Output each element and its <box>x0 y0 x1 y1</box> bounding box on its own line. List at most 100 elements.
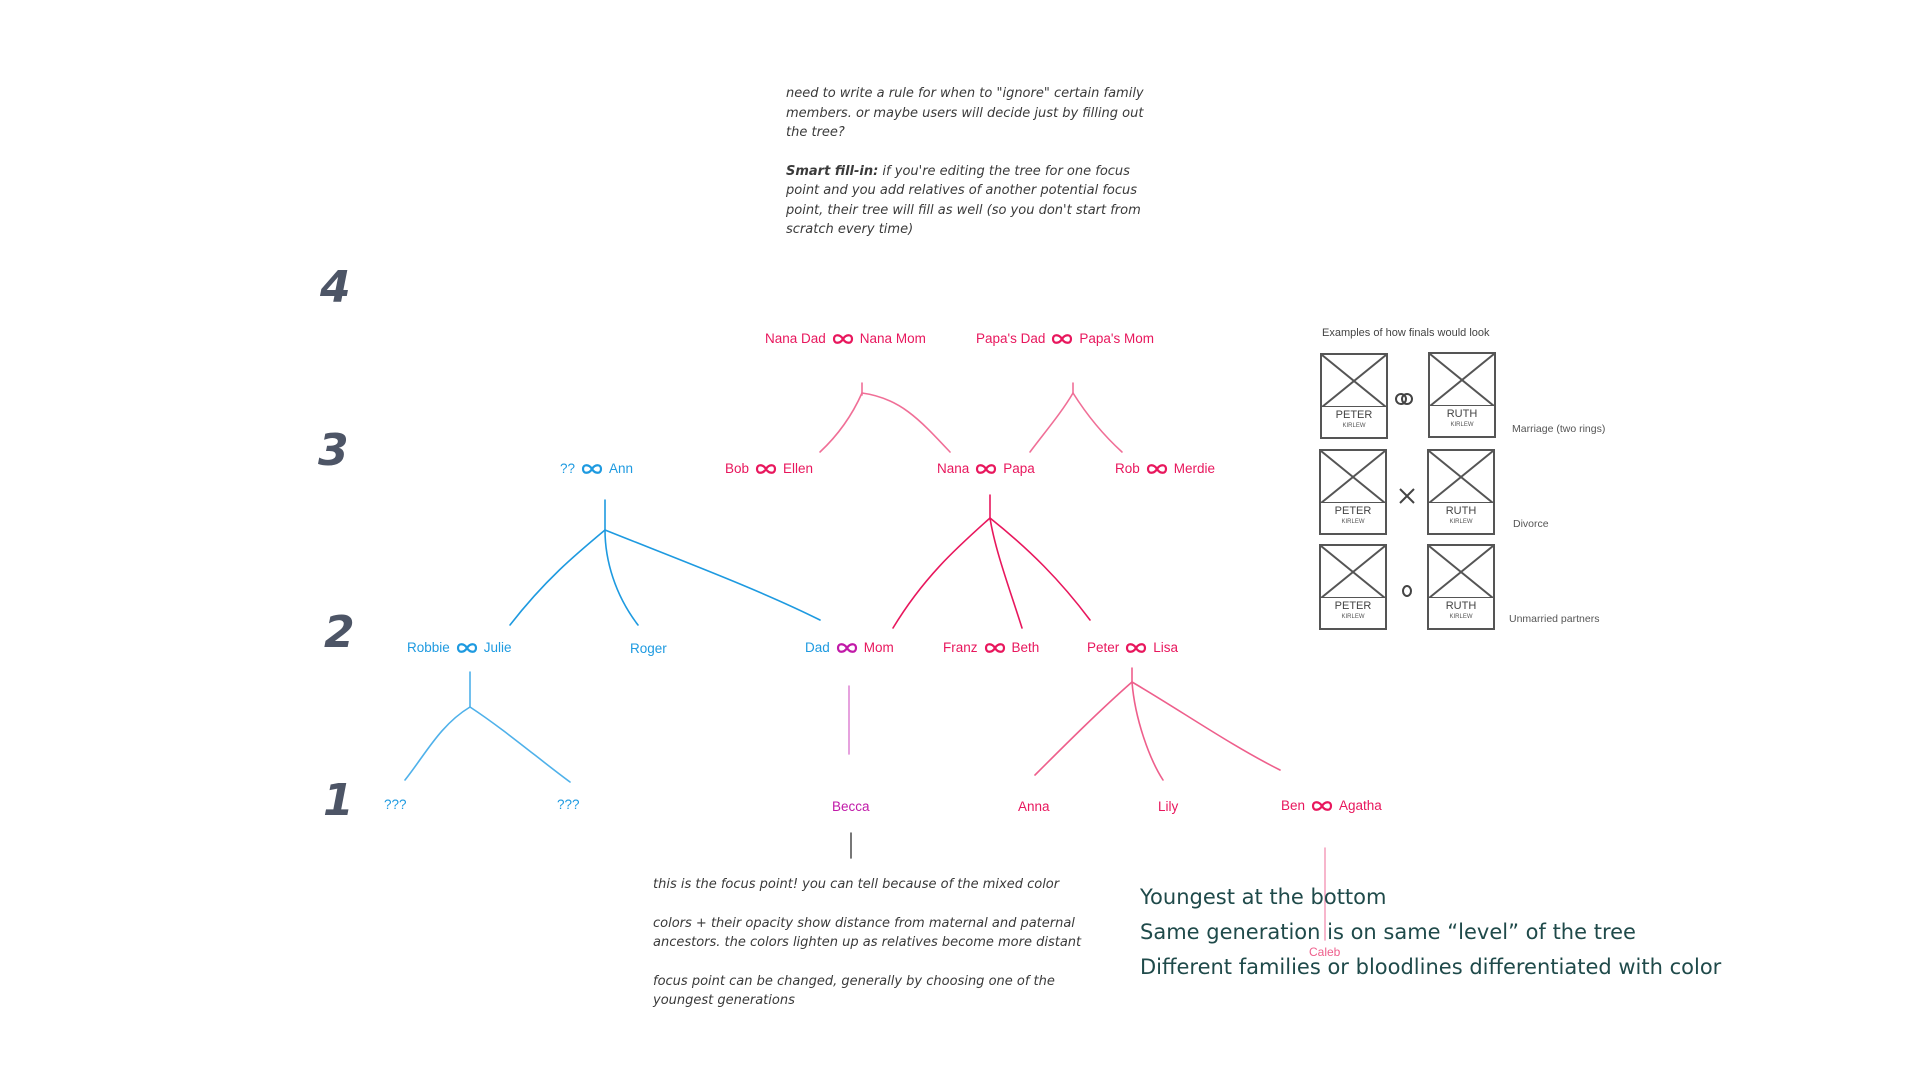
example-card-ruth-unmarried: RUTH KIRLEW <box>1427 544 1495 630</box>
person-caleb: Caleb <box>1309 945 1341 959</box>
focus-note: this is the focus point! you can tell be… <box>653 875 1103 1030</box>
line-nana-parents-left <box>819 392 863 453</box>
example-card-peter-marriage: PETER KIRLEW <box>1320 353 1388 439</box>
card-surname: KIRLEW <box>1450 422 1474 428</box>
generation-4: 4 <box>320 262 351 313</box>
focus-note-change: focus point can be changed, generally by… <box>653 973 1055 1009</box>
single-ring-icon <box>1402 585 1412 597</box>
example-caption-divorce: Divorce <box>1513 518 1549 530</box>
example-caption-unmarried: Unmarried partners <box>1509 613 1600 625</box>
legend-line-colors: Different families or bloodlines differe… <box>1140 955 1722 979</box>
card-name: PETER <box>1334 505 1372 517</box>
person-lily: Lily <box>1158 799 1179 814</box>
person-bob: Bob <box>725 461 750 476</box>
person-merdie: Merdie <box>1173 461 1216 476</box>
line-papa-mom <box>892 517 991 629</box>
person-franz: Franz <box>943 640 978 655</box>
line-robbie-right <box>469 706 571 783</box>
couple-dad-mom: Dad Mom <box>805 640 894 655</box>
focus-note-point: this is the focus point! you can tell be… <box>653 877 1060 892</box>
top-note: need to write a rule for when to "ignore… <box>786 84 1156 259</box>
example-card-ruth-marriage: RUTH KIRLEW <box>1428 352 1496 438</box>
two-rings-icon <box>1395 393 1413 405</box>
card-surname: KIRLEW <box>1449 614 1473 620</box>
smart-fill-text: if you're editing the tree for one focus… <box>786 163 1141 238</box>
line-papa-parents-right <box>1072 392 1123 453</box>
person-roger: Roger <box>630 641 667 656</box>
couple-robbie-julie: Robbie Julie <box>407 640 512 655</box>
couple-franz-beth: Franz Beth <box>943 640 1039 655</box>
person-papas-dad: Papa's Dad <box>976 331 1046 346</box>
generation-3: 3 <box>318 425 349 476</box>
line-papa-parents-left <box>1029 392 1074 453</box>
marriage-infinity-icon <box>832 334 853 345</box>
person-unknown-1: ??? <box>384 797 407 812</box>
person-beth: Beth <box>1011 640 1040 655</box>
person-ann: Ann <box>609 461 634 476</box>
person-ellen: Ellen <box>783 461 814 476</box>
person-ben: Ben <box>1281 798 1306 813</box>
line-papa-franz <box>989 517 1023 629</box>
marriage-infinity-icon <box>755 464 777 475</box>
person-becca-focus: Becca <box>832 799 870 814</box>
person-peter: Peter <box>1087 640 1120 655</box>
person-dad: Dad <box>805 640 830 655</box>
card-surname: KIRLEW <box>1449 519 1473 525</box>
placeholder-image-icon <box>1322 355 1386 407</box>
example-card-peter-unmarried: PETER KIRLEW <box>1319 544 1387 630</box>
legend: Youngest at the bottom Same generation i… <box>1140 880 1721 985</box>
legend-line-same-generation: Same generation is on same “level” of th… <box>1140 920 1636 944</box>
card-name: PETER <box>1335 409 1373 421</box>
person-anna: Anna <box>1018 799 1050 814</box>
couple-ben-agatha: Ben Agatha <box>1281 798 1382 813</box>
line-peter-anna <box>1034 681 1133 776</box>
generation-1: 1 <box>323 775 354 826</box>
person-lisa: Lisa <box>1153 640 1179 655</box>
line-ann-dad <box>604 529 821 621</box>
example-caption-marriage: Marriage (two rings) <box>1512 423 1606 435</box>
person-rob: Rob <box>1115 461 1140 476</box>
marriage-infinity-icon <box>984 643 1005 654</box>
person-nana-dad: Nana Dad <box>765 331 826 346</box>
card-surname: KIRLEW <box>1342 423 1366 429</box>
card-surname: KIRLEW <box>1341 614 1365 620</box>
person-robbie: Robbie <box>407 640 450 655</box>
marriage-infinity-icon <box>1146 464 1167 475</box>
person-agatha: Agatha <box>1339 798 1382 813</box>
line-papa-peter <box>989 517 1091 621</box>
card-surname: KIRLEW <box>1341 519 1365 525</box>
couple-peter-lisa: Peter Lisa <box>1087 640 1178 655</box>
person-qq: ?? <box>560 461 576 476</box>
couple-nana-papa: Nana Papa <box>937 461 1035 476</box>
smart-fill-heading: Smart fill-in: <box>786 163 879 179</box>
top-note-smart-fill: Smart fill-in: if you're editing the tre… <box>786 162 1156 240</box>
marriage-infinity-icon <box>1126 643 1147 654</box>
line-robbie-left <box>404 706 471 781</box>
placeholder-image-icon <box>1430 354 1494 406</box>
marriage-infinity-icon <box>976 464 997 475</box>
person-nana: Nana <box>937 461 970 476</box>
line-ann-roger <box>604 529 639 626</box>
example-card-peter-divorce: PETER KIRLEW <box>1319 449 1387 535</box>
person-papa: Papa <box>1003 461 1035 476</box>
marriage-infinity-icon <box>456 643 477 654</box>
person-julie: Julie <box>483 640 512 655</box>
placeholder-image-icon <box>1429 546 1493 598</box>
generation-2: 2 <box>324 607 355 658</box>
person-mom: Mom <box>863 640 894 655</box>
legend-line-youngest: Youngest at the bottom <box>1140 885 1387 909</box>
placeholder-image-icon <box>1321 451 1385 503</box>
placeholder-image-icon <box>1429 451 1493 503</box>
marriage-infinity-icon <box>1311 801 1333 812</box>
couple-bob-ellen: Bob Ellen <box>725 461 813 476</box>
card-name: PETER <box>1334 600 1372 612</box>
couple-qq-ann: ?? Ann <box>560 461 633 476</box>
marriage-infinity-icon <box>1052 334 1073 345</box>
person-unknown-2: ??? <box>557 797 580 812</box>
marriage-infinity-icon <box>581 464 603 475</box>
couple-rob-merdie: Rob Merdie <box>1115 461 1215 476</box>
examples-heading: Examples of how finals would look <box>1322 327 1490 339</box>
card-name: RUTH <box>1445 600 1477 612</box>
